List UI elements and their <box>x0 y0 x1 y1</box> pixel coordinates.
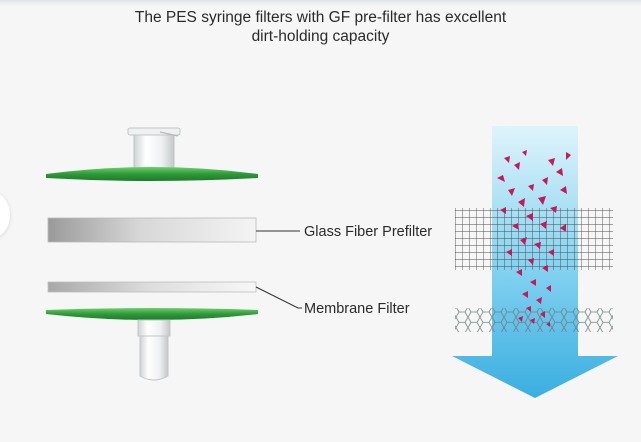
inlet-thread <box>159 131 179 137</box>
glass-fiber-prefilter-sheet <box>47 217 257 243</box>
inlet-luer <box>133 131 175 173</box>
top-edge-shadow <box>0 0 641 6</box>
flow-diagram <box>452 126 618 398</box>
membrane-leader-line <box>255 286 302 309</box>
contaminant-particles <box>497 150 571 327</box>
syringe-filter-exploded <box>46 127 258 381</box>
caption-line-1: The PES syringe filters with GF pre-filt… <box>134 9 507 26</box>
outlet-collar <box>137 319 171 337</box>
top-housing-disc <box>46 167 258 181</box>
caption-line-2: dirt-holding capacity <box>251 28 390 45</box>
prefilter-label: Glass Fiber Prefilter <box>304 224 432 240</box>
coarse-mesh-layer <box>455 208 613 270</box>
bottom-housing-disc <box>46 308 258 320</box>
inlet-luer-rim <box>127 127 181 136</box>
carousel-nav-button[interactable] <box>0 192 10 238</box>
membrane-label: Membrane Filter <box>304 301 410 317</box>
caption: The PES syringe filters with GF pre-filt… <box>0 8 641 46</box>
outlet-tip <box>139 335 169 381</box>
membrane-filter-sheet <box>47 281 257 293</box>
